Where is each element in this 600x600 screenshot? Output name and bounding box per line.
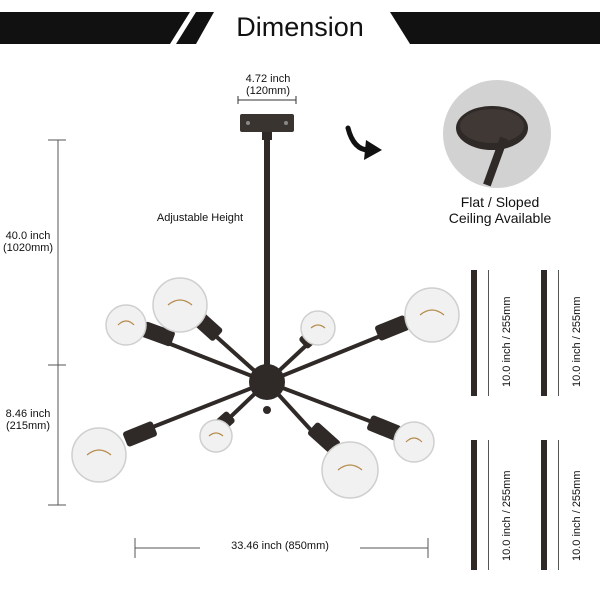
total-height-inch: 40.0 inch bbox=[5, 230, 51, 242]
header-band-left-inner bbox=[176, 12, 214, 44]
ceiling-note-line2: Ceiling Available bbox=[448, 210, 552, 226]
total-width-label: 33.46 inch (850mm) bbox=[200, 540, 360, 552]
ceiling-note-line1: Flat / Sloped bbox=[460, 194, 540, 210]
rod-label-2: 10.0 inch / 255mm bbox=[571, 296, 583, 388]
canopy-width-inch: 4.72 inch bbox=[245, 73, 291, 85]
fixture-height-mm: (215mm) bbox=[5, 420, 50, 432]
canopy-width-mm: (120mm) bbox=[245, 85, 290, 97]
bulbs bbox=[71, 277, 460, 499]
rod-label-4: 10.0 inch / 255mm bbox=[571, 470, 583, 562]
down-rod bbox=[264, 140, 270, 375]
fixture-height-inch: 8.46 inch bbox=[5, 408, 51, 420]
rod-label-3: 10.0 inch / 255mm bbox=[501, 470, 513, 562]
page-title: Dimension bbox=[236, 12, 364, 42]
canopy bbox=[240, 114, 294, 132]
rod-label-1: 10.0 inch / 255mm bbox=[501, 296, 513, 388]
total-height-mm: (1020mm) bbox=[2, 242, 54, 254]
center-hub bbox=[249, 364, 285, 400]
header-band-right-outer bbox=[390, 12, 600, 44]
ceiling-note: Flat / Sloped Ceiling Available bbox=[420, 194, 580, 226]
extension-rods bbox=[471, 270, 559, 570]
header-band-left-outer bbox=[0, 12, 190, 44]
adjustable-height-label: Adjustable Height bbox=[156, 212, 244, 224]
